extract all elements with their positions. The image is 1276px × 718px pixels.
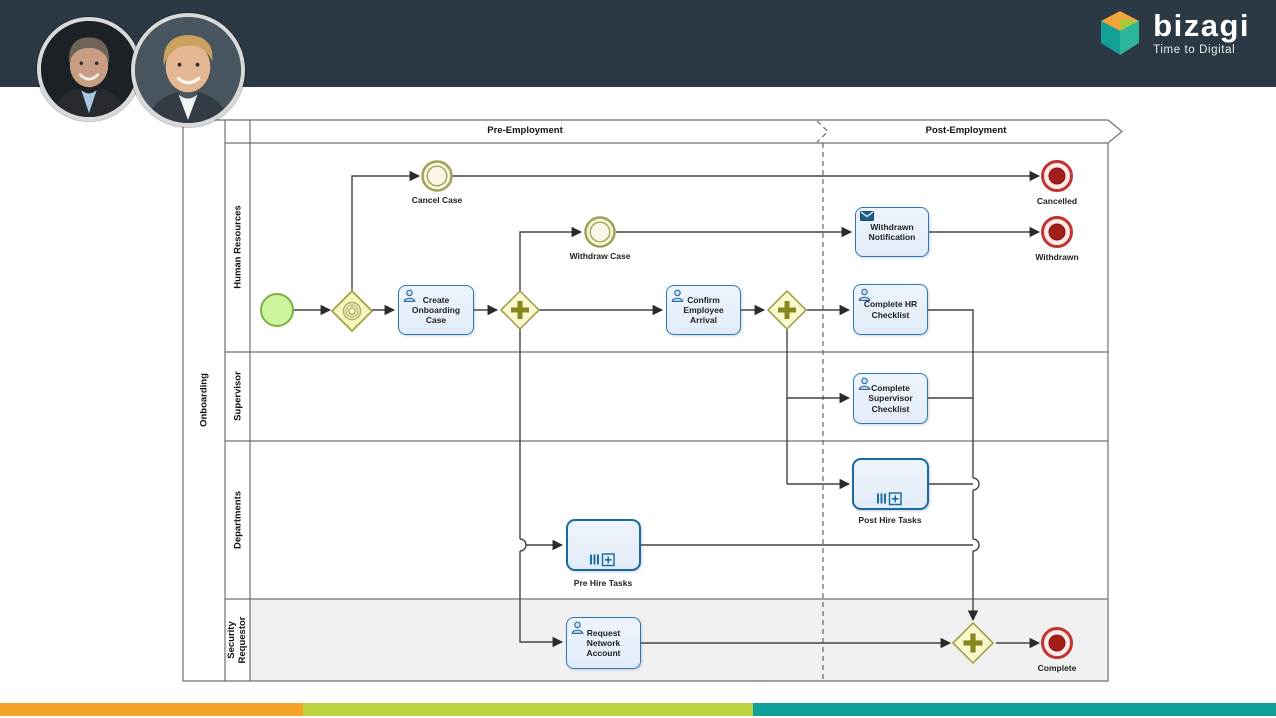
start-event[interactable] (260, 293, 294, 327)
post-hire-tasks-subprocess[interactable] (852, 458, 929, 510)
parallel-gateway-split2[interactable] (766, 289, 808, 331)
flow-hr-checklist-down (928, 309, 974, 478)
bizagi-cube-icon (1101, 11, 1140, 55)
user-task-icon (571, 621, 584, 634)
bizagi-logo: bizagi Time to Digital (1099, 10, 1250, 56)
withdrawn-notification-task[interactable]: Withdrawn Notification (855, 207, 929, 257)
confirm-employee-arrival-task[interactable]: Confirm Employee Arrival (666, 285, 741, 335)
cancelled-label: Cancelled (1036, 196, 1078, 206)
line-hop (519, 538, 527, 552)
speaker-avatar-2 (131, 13, 245, 127)
phase-separator (816, 120, 829, 681)
task-label: Request Network Account (586, 627, 621, 659)
footer-stripe-green (303, 703, 753, 716)
multi-instance-subprocess-marker (589, 553, 618, 567)
create-onboarding-case-task[interactable]: Create Onboarding Case (398, 285, 474, 335)
speaker-avatar-1 (37, 17, 141, 121)
flow-to-request-network (519, 551, 564, 648)
parallel-gateway-join[interactable] (951, 621, 995, 665)
brand-tagline: Time to Digital (1153, 44, 1236, 56)
lane-label-human-resources: Human Resources (232, 205, 244, 289)
request-network-account-task[interactable]: Request Network Account (566, 617, 641, 669)
pool-label: Onboarding (198, 373, 210, 427)
pool-border (182, 119, 1123, 682)
phase-pre-employment: Pre-Employment (487, 125, 563, 136)
task-label: Complete Supervisor Checklist (868, 383, 913, 414)
sequence-flows (293, 170, 1041, 649)
flow-to-withdraw-case (519, 226, 583, 292)
pre-hire-tasks-subprocess[interactable] (566, 519, 641, 571)
withdraw-case-event[interactable] (584, 216, 616, 248)
task-label: Complete HR Checklist (863, 299, 918, 320)
phase-post-employment: Post-Employment (925, 125, 1007, 136)
withdrawn-end-event[interactable] (1041, 216, 1073, 248)
pre-hire-tasks-label: Pre Hire Tasks (573, 578, 633, 588)
lane-label-supervisor: Supervisor (232, 371, 244, 421)
complete-hr-checklist-task[interactable]: Complete HR Checklist (853, 284, 928, 335)
footer-stripe-orange (0, 703, 303, 716)
task-label: Confirm Employee Arrival (683, 294, 724, 326)
speaker-photo-2 (135, 17, 241, 123)
parallel-gateway-split[interactable] (499, 289, 541, 331)
cancelled-end-event[interactable] (1041, 160, 1073, 192)
footer-stripe-teal (753, 703, 1276, 716)
flow-to-cancel-case (351, 170, 421, 292)
post-hire-tasks-label: Post Hire Tasks (858, 515, 922, 525)
user-task-icon (858, 288, 871, 301)
cancel-case-label: Cancel Case (411, 195, 463, 205)
lane-label-departments: Departments (232, 490, 244, 550)
user-task-icon (671, 289, 684, 302)
task-label: Withdrawn Notification (868, 221, 916, 242)
multi-instance-subprocess-marker (876, 492, 905, 506)
brand-wordmark: bizagi (1153, 8, 1250, 43)
complete-supervisor-checklist-task[interactable]: Complete Supervisor Checklist (853, 373, 928, 424)
speaker-photo-1 (41, 21, 137, 117)
user-task-icon (403, 289, 416, 302)
pool-onboarding (182, 119, 1123, 682)
message-icon (860, 211, 874, 221)
complete-label: Complete (1037, 663, 1077, 673)
user-task-icon (858, 377, 871, 390)
line-hop (972, 538, 980, 552)
complete-end-event[interactable] (1041, 627, 1073, 659)
withdrawn-label: Withdrawn (1035, 252, 1079, 262)
task-label: Create Onboarding Case (411, 294, 461, 326)
withdraw-case-label: Withdraw Case (569, 251, 631, 261)
event-based-gateway[interactable] (330, 289, 374, 333)
line-hop (972, 477, 980, 491)
lane-label-security-requestor: Security Requestor (226, 616, 248, 664)
cancel-case-event[interactable] (421, 160, 453, 192)
